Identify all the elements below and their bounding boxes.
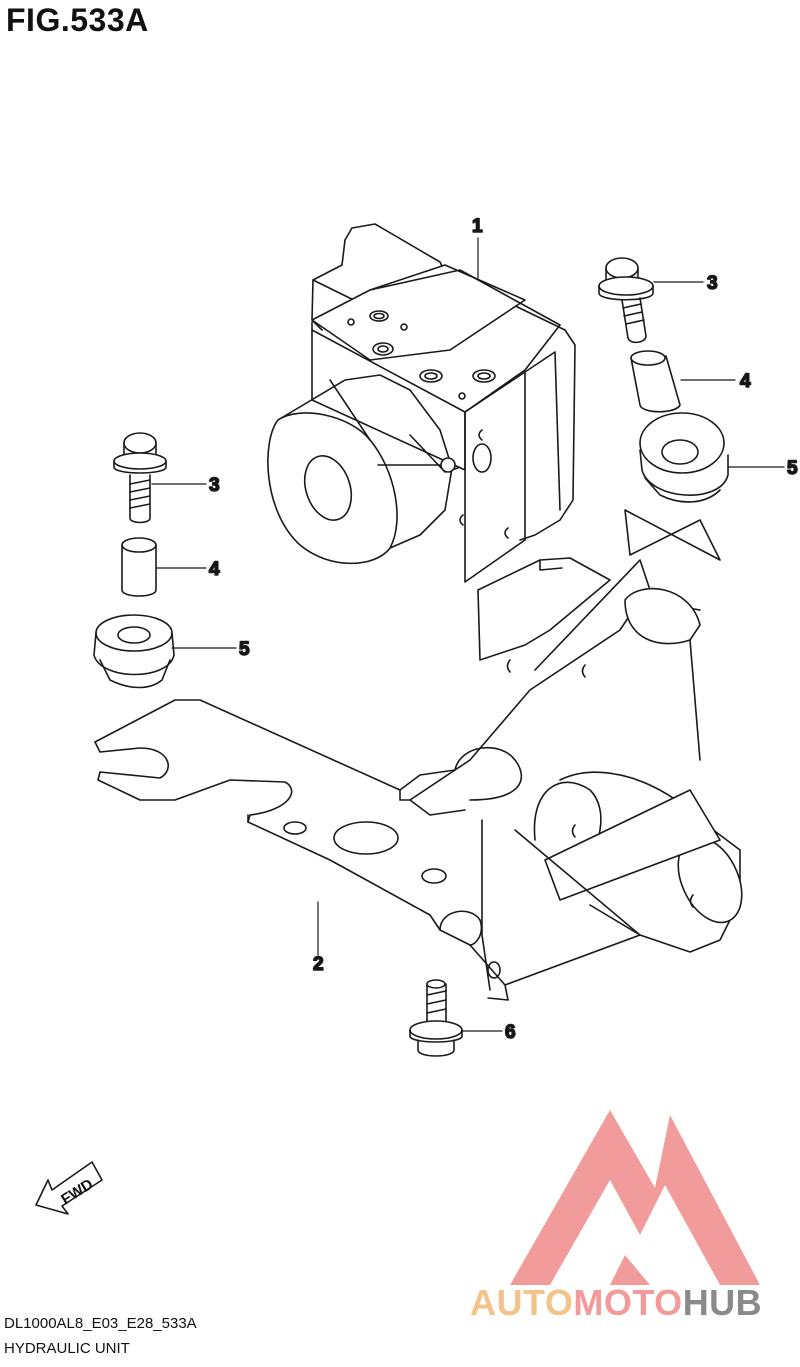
- brand-moto: MOTO: [573, 1282, 683, 1323]
- watermark-brand: AUTOMOTOHUB: [470, 1282, 762, 1324]
- leader-lines: [151, 237, 785, 1032]
- right-fastener-stack: [598, 257, 729, 503]
- callout-1: 1: [472, 216, 483, 237]
- callout-6: 6: [505, 1022, 516, 1043]
- callout-4-right: 4: [740, 371, 751, 392]
- callout-4-left: 4: [209, 559, 220, 580]
- bottom-bolt: [409, 979, 463, 1057]
- left-fastener-stack: [93, 432, 175, 689]
- callout-5-left: 5: [239, 639, 250, 660]
- callout-2: 2: [313, 954, 324, 975]
- callout-3-left: 3: [209, 475, 220, 496]
- brand-hub: HUB: [682, 1282, 763, 1323]
- figure-title: FIG.533A: [6, 2, 149, 38]
- callout-3-right: 3: [707, 273, 718, 294]
- diagram-code: DL1000AL8_E03_E28_533A: [4, 1315, 197, 1332]
- brand-auto: AUTO: [470, 1282, 574, 1323]
- callout-5-right: 5: [787, 458, 798, 479]
- hydraulic-unit: [267, 223, 576, 583]
- fwd-arrow-icon: FWD: [35, 1161, 103, 1215]
- mounting-bracket: [94, 509, 743, 1001]
- diagram-caption: HYDRAULIC UNIT: [4, 1340, 130, 1357]
- watermark-logo-icon: [510, 1110, 760, 1285]
